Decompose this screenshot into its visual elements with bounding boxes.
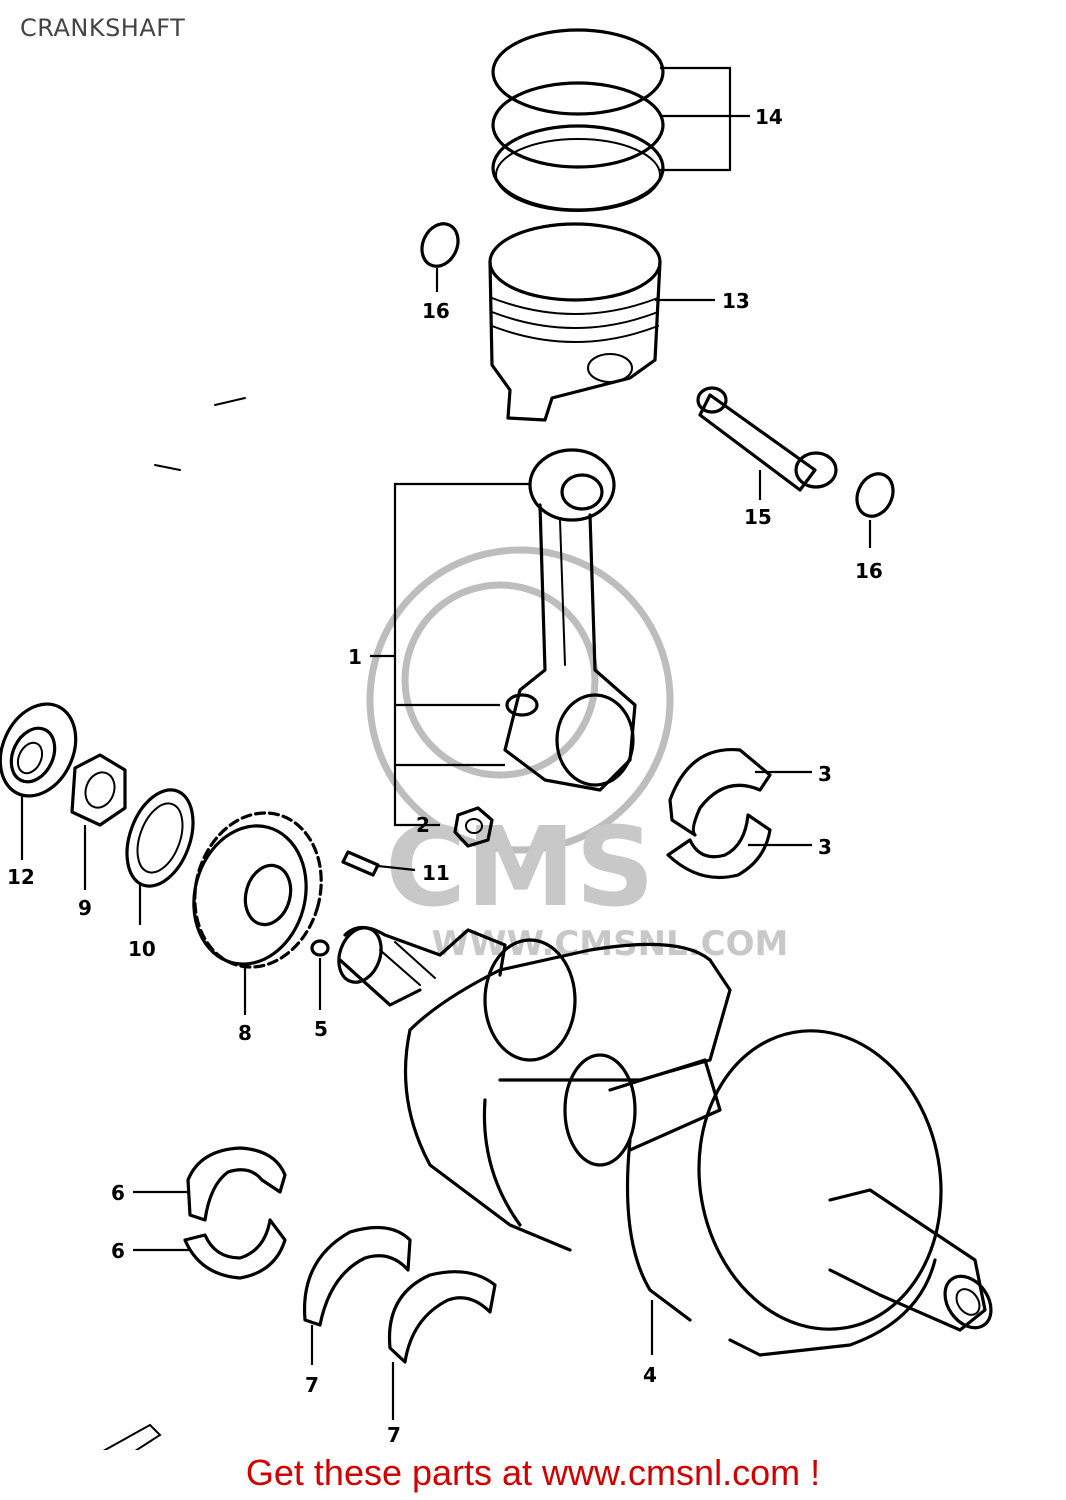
piston-pin-circlip-right (855, 472, 895, 518)
callout-10: 10 (128, 937, 156, 961)
piston-rings (491, 28, 665, 212)
conrod-nut (453, 806, 494, 848)
callout-6-lower: 6 (111, 1239, 125, 1263)
gear-key (341, 850, 380, 877)
callout-2: 2 (416, 813, 430, 837)
callout-6-upper: 6 (111, 1181, 125, 1205)
primary-gear-nut (70, 753, 127, 827)
connecting-rod (503, 448, 637, 792)
callout-12: 12 (7, 865, 35, 889)
piston-pin-circlip-left (420, 222, 460, 268)
callout-16-left: 16 (422, 299, 450, 323)
watermark-url-text: WWW.CMSNL.COM (432, 924, 789, 964)
piston-pin (696, 386, 838, 492)
primary-gear-washer (125, 788, 195, 888)
callout-15: 15 (744, 505, 772, 529)
conrod-bearing-lower (666, 813, 772, 880)
callout-11: 11 (422, 861, 450, 885)
watermark: CMS WWW.CMSNL.COM (366, 546, 789, 964)
callout-8: 8 (238, 1021, 252, 1045)
thrust-washer-right (387, 1270, 497, 1364)
primary-drive-gear (192, 811, 323, 969)
callout-3-upper: 3 (818, 762, 832, 786)
callout-5: 5 (314, 1017, 328, 1041)
footer-shop-link[interactable]: Get these parts at www.cmsnl.com ! (245, 1452, 821, 1493)
stray-marks (103, 397, 246, 1450)
main-bearing-lower (183, 1218, 287, 1280)
callout-7-right: 7 (387, 1423, 401, 1447)
main-bearing-upper (186, 1146, 287, 1222)
crankshaft (337, 925, 993, 1357)
conrod-bearing-upper (668, 747, 772, 837)
callout-13: 13 (722, 289, 750, 313)
crankshaft-oil-seal (0, 702, 78, 798)
callout-3-lower: 3 (818, 835, 832, 859)
callout-1: 1 (348, 645, 362, 669)
page-title: CRANKSHAFT (20, 14, 186, 42)
piston (488, 222, 662, 422)
callout-16-right: 16 (855, 559, 883, 583)
callout-7-left: 7 (305, 1373, 319, 1397)
callout-4: 4 (643, 1363, 657, 1387)
leader-lines (20, 66, 872, 1420)
thrust-washer-left (302, 1225, 412, 1327)
callout-numbers: 1 2 3 3 4 5 6 6 7 7 8 9 10 11 12 13 14 1… (7, 105, 883, 1447)
callout-9: 9 (78, 896, 92, 920)
dowel-pin (310, 939, 330, 957)
callout-14: 14 (755, 105, 783, 129)
exploded-parts-diagram: CMS WWW.CMSNL.COM (0, 28, 993, 1450)
